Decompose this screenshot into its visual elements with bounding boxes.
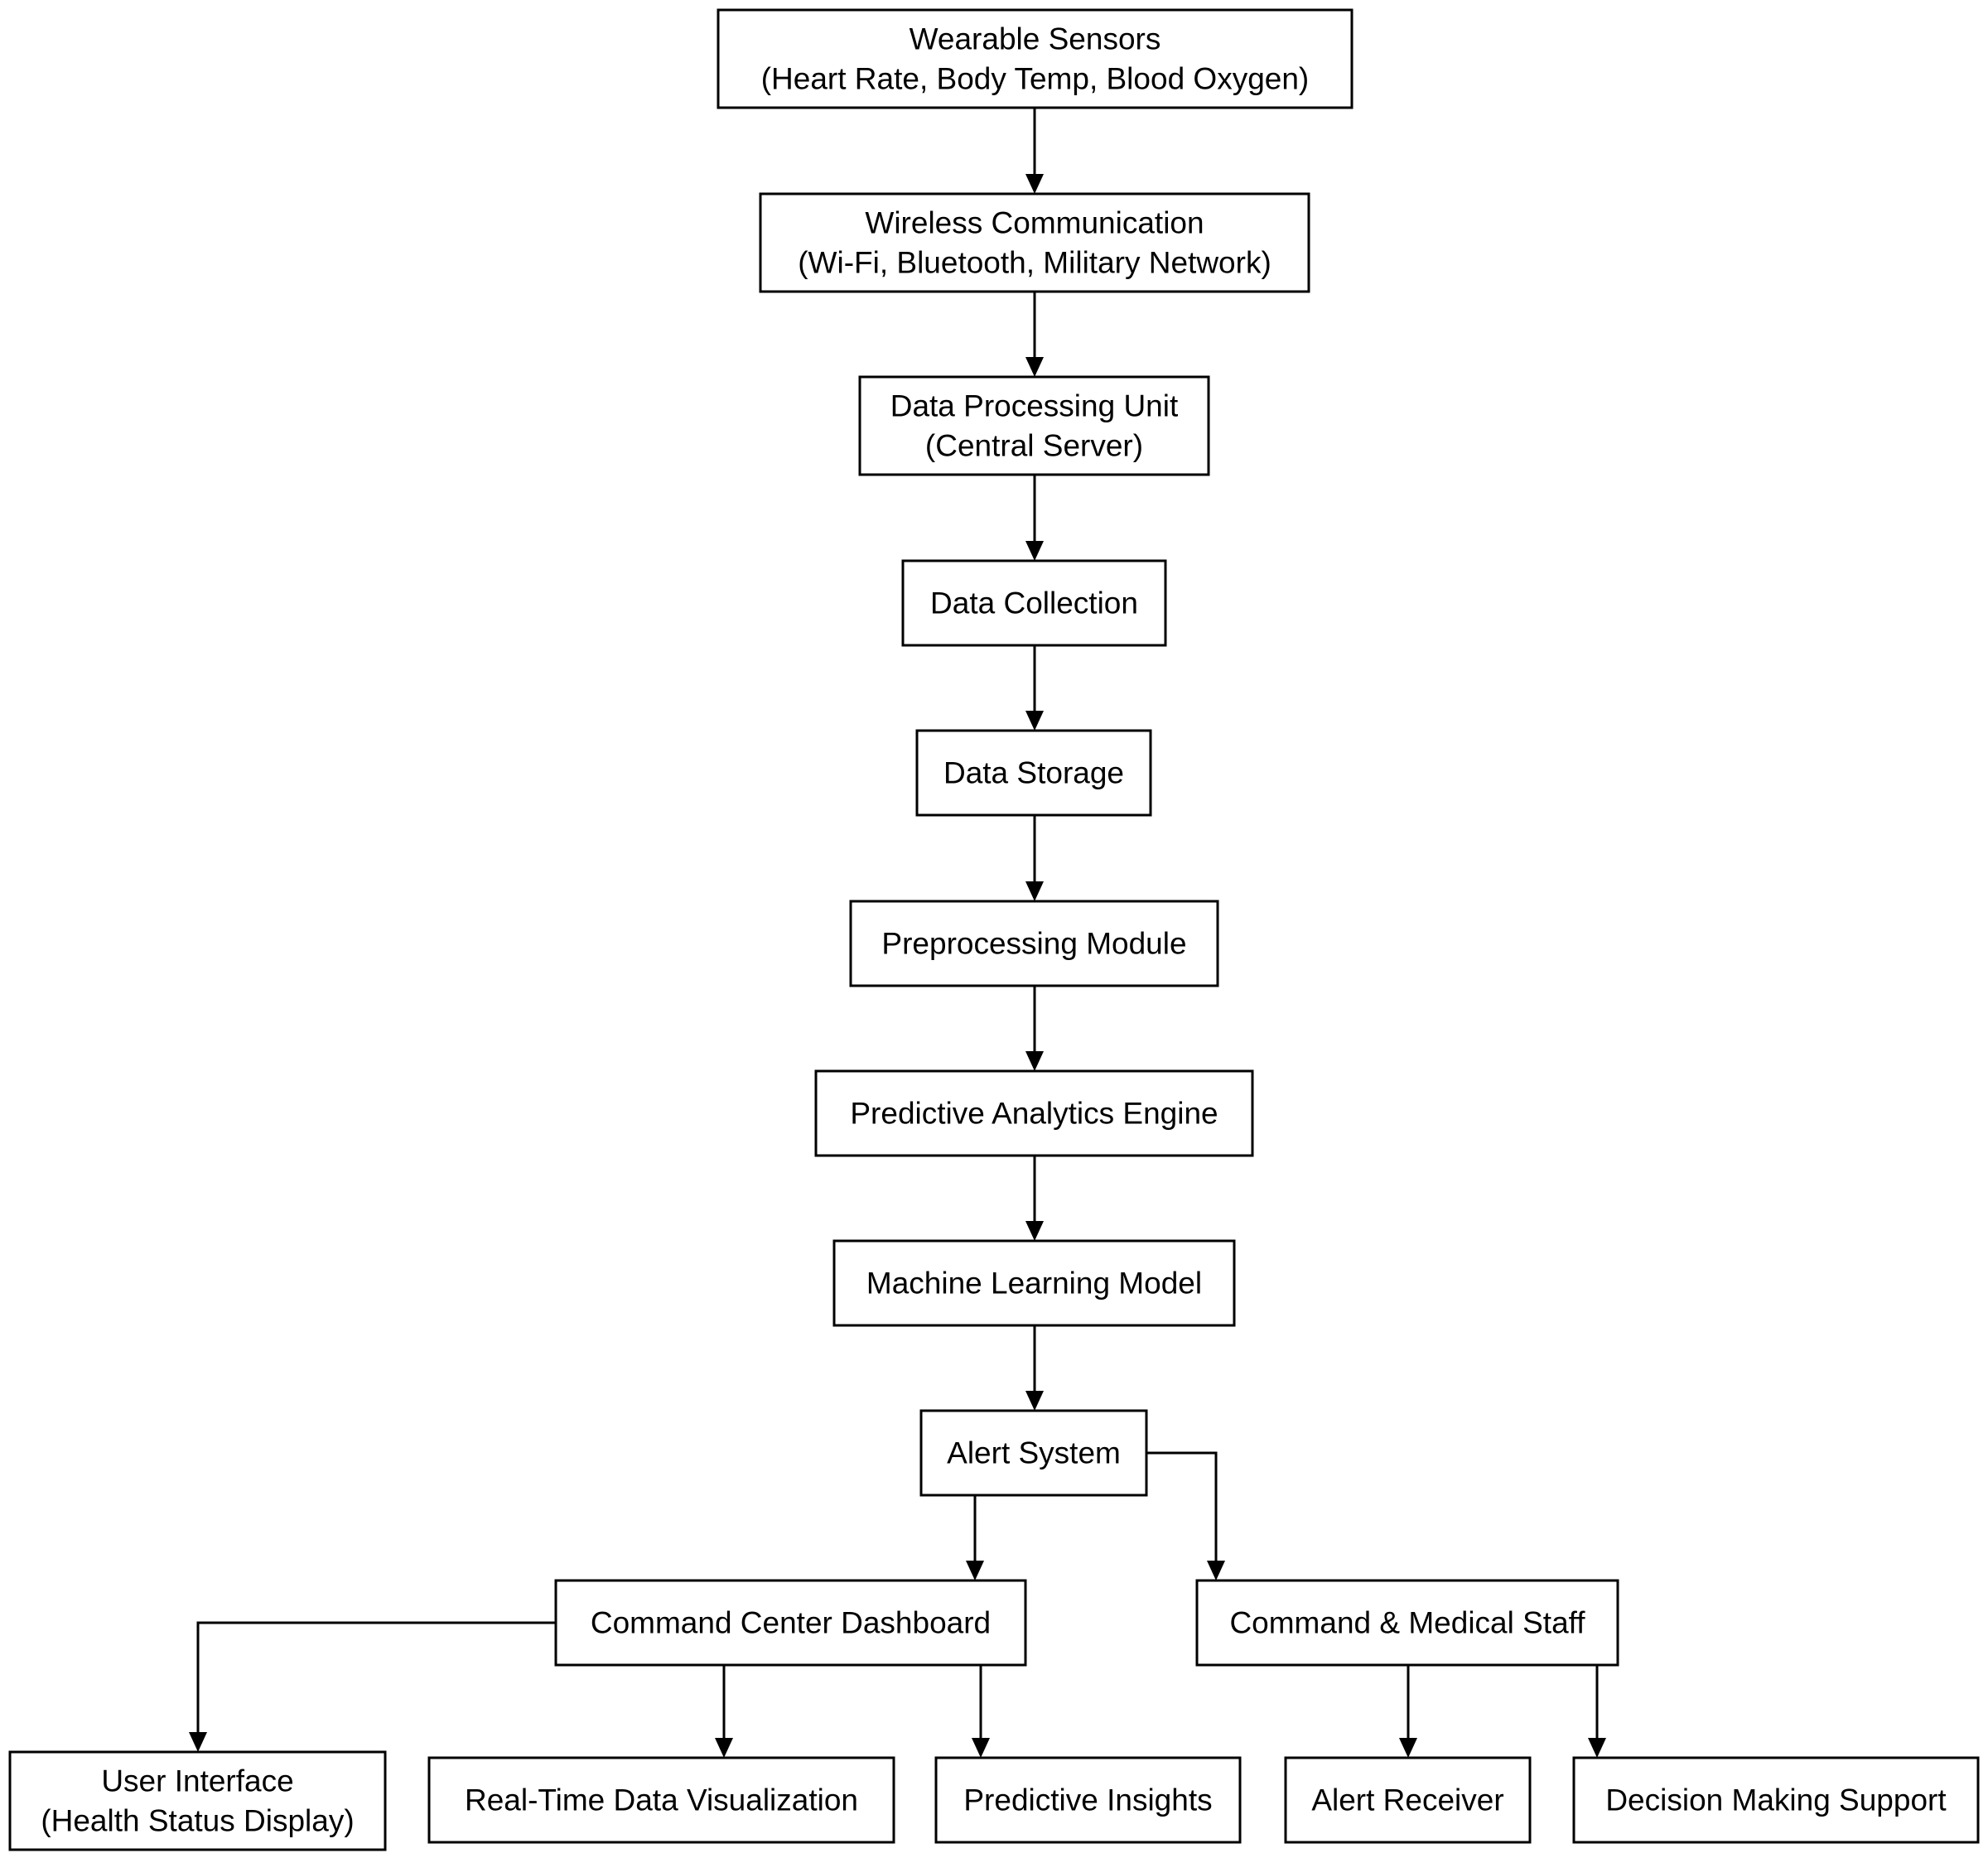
node-predictive-analytics-engine: Predictive Analytics Engine (814, 1069, 1254, 1157)
edge-command-center-dashboard-to-user-interface (189, 1621, 556, 1752)
node-label: Decision Making Support (1605, 1783, 1947, 1817)
node-alert-system: Alert System (919, 1409, 1148, 1497)
edge-command-center-dashboard-to-predictive-insights (972, 1665, 990, 1758)
node-box (901, 559, 1167, 647)
node-label: Data Processing Unit (890, 389, 1179, 423)
node-box (832, 1239, 1236, 1327)
arrowhead-icon (715, 1738, 733, 1758)
edge-alert-system-to-command-medical-staff (1146, 1451, 1225, 1581)
node-wireless-communication: Wireless Communication (Wi-Fi, Bluetooth,… (759, 192, 1310, 293)
edge-command-medical-staff-to-alert-receiver (1399, 1665, 1417, 1758)
arrowhead-icon (1207, 1561, 1225, 1581)
node-data-processing-unit: Data Processing Unit (Central Server) (858, 375, 1210, 476)
edge-wearable-sensors-to-wireless-communication (1025, 108, 1044, 194)
node-box (8, 1750, 387, 1851)
edge-data-processing-unit-to-data-collection (1025, 475, 1044, 561)
node-label: Wireless Communication (865, 206, 1204, 240)
edge-wireless-communication-to-data-processing-unit (1025, 292, 1044, 377)
node-box (919, 1409, 1148, 1497)
arrowhead-icon (1025, 711, 1044, 731)
node-box (814, 1069, 1254, 1157)
arrowhead-icon (1588, 1738, 1606, 1758)
node-box (915, 729, 1152, 817)
edges (189, 108, 1606, 1758)
arrowhead-icon (1025, 357, 1044, 377)
node-data-storage: Data Storage (915, 729, 1152, 817)
node-label: User Interface (101, 1764, 293, 1798)
arrowhead-icon (1025, 541, 1044, 561)
edge-command-medical-staff-to-decision-making-support (1588, 1665, 1606, 1758)
edge-alert-system-to-command-center-dashboard (966, 1495, 984, 1581)
nodes: Wearable Sensors (Heart Rate, Body Temp, … (8, 8, 1980, 1851)
node-box (1284, 1756, 1532, 1844)
node-label: Machine Learning Model (866, 1267, 1202, 1301)
node-box (858, 375, 1210, 476)
arrowhead-icon (1025, 174, 1044, 194)
node-label: Alert Receiver (1311, 1783, 1503, 1817)
node-user-interface: User Interface (Health Status Display) (8, 1750, 387, 1851)
edge-preprocessing-module-to-predictive-analytics-engine (1025, 986, 1044, 1071)
node-box (849, 900, 1219, 987)
arrowhead-icon (1025, 1391, 1044, 1411)
node-machine-learning-model: Machine Learning Model (832, 1239, 1236, 1327)
arrowhead-icon (1025, 1221, 1044, 1241)
node-label: Wearable Sensors (910, 22, 1161, 56)
node-realtime-data-visualization: Real-Time Data Visualization (427, 1756, 895, 1844)
edge-predictive-analytics-engine-to-machine-learning-model (1025, 1156, 1044, 1241)
node-alert-receiver: Alert Receiver (1284, 1756, 1532, 1844)
node-command-medical-staff: Command & Medical Staff (1195, 1579, 1619, 1667)
edge-machine-learning-model-to-alert-system (1025, 1325, 1044, 1411)
edge-data-collection-to-data-storage (1025, 645, 1044, 731)
node-label: Alert System (947, 1436, 1121, 1470)
node-command-center-dashboard: Command Center Dashboard (554, 1579, 1027, 1667)
node-box (1572, 1756, 1980, 1844)
node-label: Data Collection (930, 586, 1138, 620)
node-box (759, 192, 1310, 293)
node-wearable-sensors: Wearable Sensors (Heart Rate, Body Temp, … (717, 8, 1353, 109)
node-label: Preprocessing Module (881, 927, 1186, 961)
node-box (934, 1756, 1242, 1844)
node-label: Predictive Analytics Engine (850, 1097, 1218, 1131)
node-label: Predictive Insights (963, 1783, 1212, 1817)
edge-data-storage-to-preprocessing-module (1025, 815, 1044, 901)
edge-line (196, 1621, 556, 1732)
arrowhead-icon (1399, 1738, 1417, 1758)
arrowhead-icon (972, 1738, 990, 1758)
edge-command-center-dashboard-to-realtime-data-visualization (715, 1665, 733, 1758)
arrowhead-icon (189, 1732, 207, 1752)
arrowhead-icon (1025, 1051, 1044, 1071)
node-sublabel: (Health Status Display) (41, 1804, 354, 1838)
node-box (1195, 1579, 1619, 1667)
node-decision-making-support: Decision Making Support (1572, 1756, 1980, 1844)
node-box (554, 1579, 1027, 1667)
node-preprocessing-module: Preprocessing Module (849, 900, 1219, 987)
node-label: Command & Medical Staff (1229, 1606, 1585, 1640)
node-label: Command Center Dashboard (591, 1606, 991, 1640)
node-sublabel: (Heart Rate, Body Temp, Blood Oxygen) (761, 62, 1310, 96)
node-predictive-insights: Predictive Insights (934, 1756, 1242, 1844)
node-label: Data Storage (943, 756, 1124, 790)
node-label: Real-Time Data Visualization (465, 1783, 858, 1817)
node-box (427, 1756, 895, 1844)
arrowhead-icon (1025, 881, 1044, 901)
node-sublabel: (Wi-Fi, Bluetooth, Military Network) (798, 246, 1271, 280)
arrowhead-icon (966, 1561, 984, 1581)
edge-line (1146, 1451, 1218, 1561)
node-box (717, 8, 1353, 109)
node-data-collection: Data Collection (901, 559, 1167, 647)
node-sublabel: (Central Server) (925, 429, 1143, 463)
